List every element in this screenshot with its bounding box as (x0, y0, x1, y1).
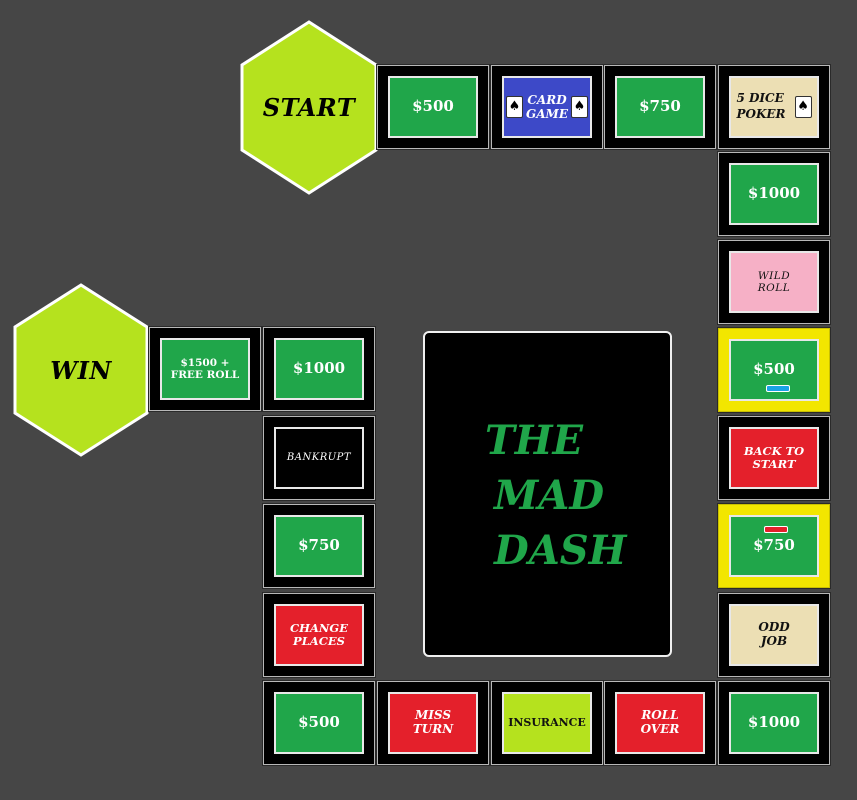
wild-roll-line1: WILD (757, 269, 791, 282)
tile-value: $500 (274, 692, 364, 754)
tile-odd-job[interactable]: ODD JOB (717, 592, 831, 678)
roll-over-line1: ROLL (641, 708, 679, 723)
free-roll-line2: FREE ROLL (170, 369, 240, 381)
tile-1500-free-roll[interactable]: $1500 + FREE ROLL (148, 326, 262, 412)
tile-roll-over[interactable]: ROLL OVER (603, 680, 717, 766)
tile-value: $750 (729, 515, 819, 577)
tile-value: $1000 (274, 338, 364, 400)
card-game-line2: GAME (526, 107, 568, 121)
tile-value: $750 (615, 76, 705, 138)
wild-roll-line2: ROLL (757, 282, 791, 294)
back-to-start-line2: START (752, 457, 796, 471)
start-hexagon: START (240, 20, 378, 195)
tile-500-right-highlighted[interactable]: $500 (717, 327, 831, 413)
center-title-panel: THE MAD DASH (423, 331, 672, 657)
dice-poker-line2: POKER (736, 107, 786, 121)
tile-1000-bottom[interactable]: $1000 (717, 680, 831, 766)
title-line-1: THE (485, 417, 584, 464)
tile-value: $500 (729, 339, 819, 401)
start-label: START (262, 93, 356, 122)
spade-card-icon: ♠ (506, 96, 523, 118)
tile-5-dice-poker[interactable]: 5 DICE POKER ♠ (717, 64, 831, 150)
odd-job-line1: ODD (758, 620, 790, 635)
free-roll-line1: $1500 + (180, 356, 230, 369)
tile-change-places[interactable]: CHANGE PLACES (262, 592, 376, 678)
tile-card-game[interactable]: ♠ CARD GAME ♠ (490, 64, 604, 150)
tile-value: $500 (388, 76, 478, 138)
change-places-line1: CHANGE (289, 620, 349, 635)
odd-job-line2: JOB (760, 634, 788, 648)
tile-750-right-highlighted[interactable]: $750 (717, 503, 831, 589)
red-player-marker[interactable] (764, 526, 788, 533)
tile-value: $1000 (729, 692, 819, 754)
back-to-start-line1: BACK TO (743, 443, 805, 458)
win-label: WIN (50, 355, 112, 385)
miss-turn-line1: MISS (415, 708, 451, 723)
title-line-2: MAD (494, 472, 604, 519)
tile-1000-left[interactable]: $1000 (262, 326, 376, 412)
spade-card-icon: ♠ (571, 96, 588, 118)
tile-back-to-start[interactable]: BACK TO START (717, 415, 831, 501)
tile-500-top[interactable]: $500 (376, 64, 490, 150)
tile-750-left[interactable]: $750 (262, 503, 376, 589)
tile-miss-turn[interactable]: MISS TURN (376, 680, 490, 766)
roll-over-line2: OVER (640, 722, 680, 736)
spade-card-icon: ♠ (794, 96, 812, 118)
dice-poker-line1: 5 DICE (736, 91, 784, 106)
tile-value: $750 (274, 515, 364, 577)
win-hexagon: WIN (13, 283, 149, 457)
tile-value: INSURANCE (502, 692, 592, 754)
tile-wild-roll[interactable]: WILD ROLL (717, 239, 831, 325)
miss-turn-line2: TURN (412, 722, 454, 736)
tile-bankrupt[interactable]: BANKRUPT (262, 415, 376, 501)
tile-500-bottom[interactable]: $500 (262, 680, 376, 766)
title-line-3: DASH (494, 527, 627, 574)
tile-value: BANKRUPT (274, 427, 364, 489)
blue-player-marker[interactable] (766, 385, 790, 392)
change-places-line2: PLACES (293, 634, 345, 648)
tile-insurance[interactable]: INSURANCE (490, 680, 604, 766)
card-game-line1: CARD (527, 92, 567, 107)
tile-750-top[interactable]: $750 (603, 64, 717, 150)
tile-1000-right[interactable]: $1000 (717, 151, 831, 237)
tile-value: $1000 (729, 163, 819, 225)
